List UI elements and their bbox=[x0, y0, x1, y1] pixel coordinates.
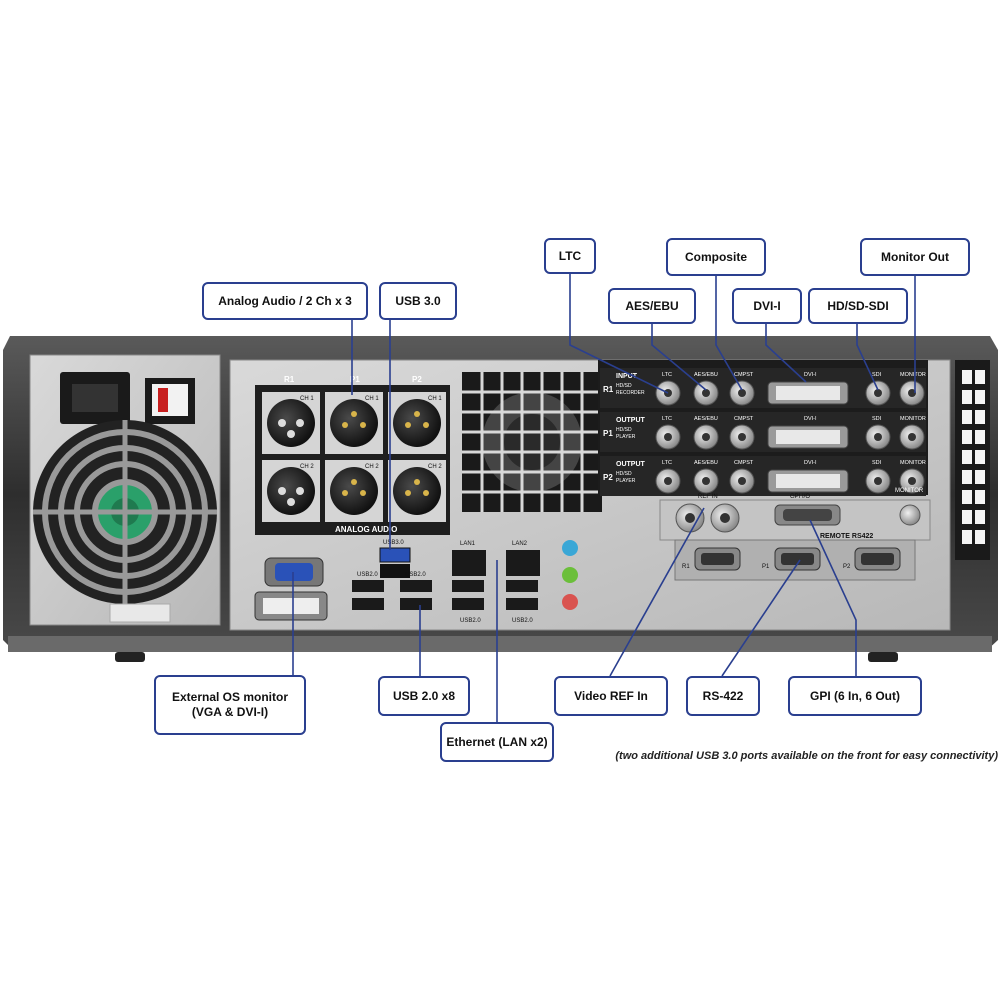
audio-jack-blue bbox=[562, 540, 578, 556]
dvi-i-callout: DVI-I bbox=[732, 288, 802, 324]
system-fan-grill bbox=[462, 372, 602, 512]
psu-fan bbox=[33, 420, 217, 604]
audio-jack-green bbox=[562, 567, 578, 583]
leader-line bbox=[765, 324, 807, 383]
connector-label: LTC bbox=[662, 416, 672, 422]
usb30-callout: USB 3.0 bbox=[379, 282, 457, 320]
card-row-subtitle: HD/SD bbox=[616, 383, 632, 389]
right-foot bbox=[868, 652, 898, 662]
xlr-connectors bbox=[262, 392, 446, 522]
analog-audio-callout: Analog Audio / 2 Ch x 3 bbox=[202, 282, 368, 320]
gpi-io-label: GPI I/O bbox=[790, 494, 810, 500]
rs422-ports bbox=[694, 547, 901, 571]
card-row-subtitle: PLAYER bbox=[616, 478, 636, 484]
card-row-id: P1 bbox=[603, 429, 613, 438]
connector-label: SDI bbox=[872, 460, 882, 466]
ch2-label-p2: CH 2 bbox=[428, 464, 442, 470]
audio-col-p1: P1 bbox=[350, 375, 360, 384]
remote-rs422-label: REMOTE RS422 bbox=[820, 533, 873, 540]
external-monitor-callout: External OS monitor (VGA & DVI-I) bbox=[154, 675, 306, 735]
ltc-callout: LTC bbox=[544, 238, 596, 274]
leader-line bbox=[809, 519, 857, 676]
connector-label: DVI-I bbox=[804, 416, 817, 422]
gpi-callout: GPI (6 In, 6 Out) bbox=[788, 676, 922, 716]
ch2-label-r1: CH 2 bbox=[300, 464, 314, 470]
chassis-bottom bbox=[8, 636, 992, 652]
usb30-port-2 bbox=[380, 564, 410, 578]
usb20-label-3: USB2.0 bbox=[460, 618, 481, 624]
leader-line bbox=[721, 559, 801, 677]
connector-label: LTC bbox=[662, 460, 672, 466]
ch1-label-p1: CH 1 bbox=[365, 396, 379, 402]
connector-label: AES/EBU bbox=[694, 460, 718, 466]
ethernet-callout: Ethernet (LAN x2) bbox=[440, 722, 554, 762]
remote-port-r1: R1 bbox=[682, 564, 690, 570]
psu-label bbox=[109, 603, 171, 623]
connector-label: DVI-I bbox=[804, 460, 817, 466]
card-row-title: OUTPUT bbox=[616, 461, 646, 468]
monitor-out-small-bnc bbox=[899, 504, 921, 526]
card-row-title: INPUT bbox=[616, 373, 638, 380]
connector-label: MONITOR bbox=[900, 416, 926, 422]
lan1-label: LAN1 bbox=[460, 541, 476, 547]
analog-audio-label: ANALOG AUDIO bbox=[335, 525, 397, 534]
leader-line bbox=[715, 276, 743, 391]
usb20-ports bbox=[352, 580, 538, 610]
ref-in-label: REF IN bbox=[698, 494, 718, 500]
remote-port-p2: P2 bbox=[843, 564, 851, 570]
leader-line bbox=[609, 507, 705, 677]
ch1-label-p2: CH 1 bbox=[428, 396, 442, 402]
usb20-label-1: USB2.0 bbox=[357, 572, 378, 578]
rs422-callout: RS-422 bbox=[686, 676, 760, 716]
aes-ebu-callout: AES/EBU bbox=[608, 288, 696, 324]
monitor-bottom-label: MONITOR bbox=[895, 488, 924, 494]
lan2-port bbox=[506, 550, 540, 576]
leader-line bbox=[651, 324, 707, 391]
usb20-callout: USB 2.0 x8 bbox=[378, 676, 470, 716]
connector-label: MONITOR bbox=[900, 372, 926, 378]
connector-label: CMPST bbox=[734, 416, 754, 422]
card-row-subtitle: RECORDER bbox=[616, 390, 645, 396]
remote-port-p1: P1 bbox=[762, 564, 770, 570]
composite-callout: Composite bbox=[666, 238, 766, 276]
card-row-title: OUTPUT bbox=[616, 417, 646, 424]
connector-label: SDI bbox=[872, 416, 882, 422]
connector-label: SDI bbox=[872, 372, 882, 378]
audio-col-r1: R1 bbox=[284, 375, 295, 384]
connector-label: AES/EBU bbox=[694, 416, 718, 422]
connector-label: LTC bbox=[662, 372, 672, 378]
usb20-label-2: USB2.0 bbox=[405, 572, 426, 578]
usb30-port-blue bbox=[379, 547, 411, 563]
usb30-label: USB3.0 bbox=[383, 540, 404, 546]
ch2-label-p1: CH 2 bbox=[365, 464, 379, 470]
left-foot bbox=[115, 652, 145, 662]
side-vent-grill bbox=[955, 360, 990, 560]
monitor-out-callout: Monitor Out bbox=[860, 238, 970, 276]
card-row-subtitle: PLAYER bbox=[616, 434, 636, 440]
connector-label: CMPST bbox=[734, 460, 754, 466]
card-row-id: P2 bbox=[603, 473, 613, 482]
footnote: (two additional USB 3.0 ports available … bbox=[615, 750, 998, 762]
leader-line bbox=[569, 274, 669, 394]
card-row-id: R1 bbox=[603, 385, 614, 394]
audio-col-p2: P2 bbox=[412, 375, 422, 384]
connector-label: AES/EBU bbox=[694, 372, 718, 378]
lan1-port bbox=[452, 550, 486, 576]
connector-label: CMPST bbox=[734, 372, 754, 378]
audio-jack-pink bbox=[562, 594, 578, 610]
connector-label: DVI-I bbox=[804, 372, 817, 378]
hd-sd-sdi-callout: HD/SD-SDI bbox=[808, 288, 908, 324]
connector-label: MONITOR bbox=[900, 460, 926, 466]
ch1-label-r1: CH 1 bbox=[300, 396, 314, 402]
leader-line bbox=[856, 324, 879, 391]
lan2-label: LAN2 bbox=[512, 541, 528, 547]
card-row-subtitle: HD/SD bbox=[616, 427, 632, 433]
video-ref-callout: Video REF In bbox=[554, 676, 668, 716]
usb20-label-4: USB2.0 bbox=[512, 618, 533, 624]
card-row-subtitle: HD/SD bbox=[616, 471, 632, 477]
